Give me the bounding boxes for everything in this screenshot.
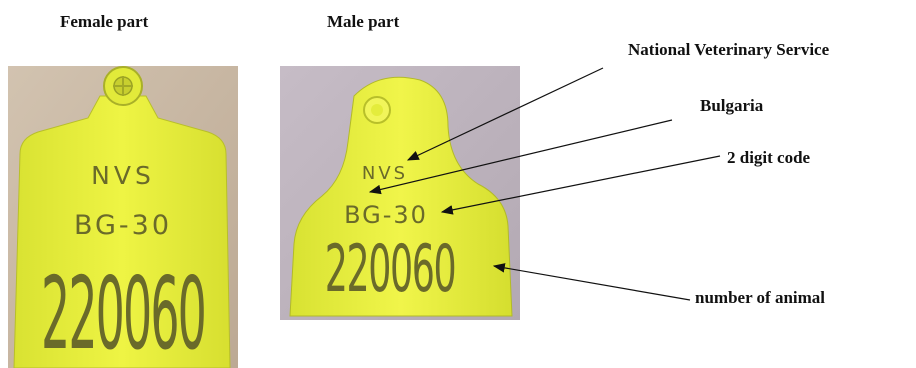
male-tag-nvs: NVS xyxy=(362,163,408,184)
label-bulgaria: Bulgaria xyxy=(700,96,764,115)
female-part-caption: Female part xyxy=(60,12,149,31)
male-tag-number: 220060 xyxy=(325,232,455,307)
male-tag-photo: NVS BG-30 220060 xyxy=(280,66,520,320)
female-tag-bg-code: BG-30 xyxy=(74,210,172,241)
male-part-caption: Male part xyxy=(327,12,400,31)
female-tag-photo: NVS BG-30 220060 xyxy=(8,66,238,368)
arrow-animal-number xyxy=(492,263,691,301)
label-number-of-animal: number of animal xyxy=(695,288,826,307)
male-tag-bg-code: BG-30 xyxy=(344,201,428,229)
label-national-veterinary-service: National Veterinary Service xyxy=(628,40,830,59)
female-tag-body xyxy=(13,95,231,368)
label-2-digit-code: 2 digit code xyxy=(727,148,811,167)
female-tag-nvs: NVS xyxy=(91,161,155,190)
female-tag-number: 220060 xyxy=(41,257,205,368)
